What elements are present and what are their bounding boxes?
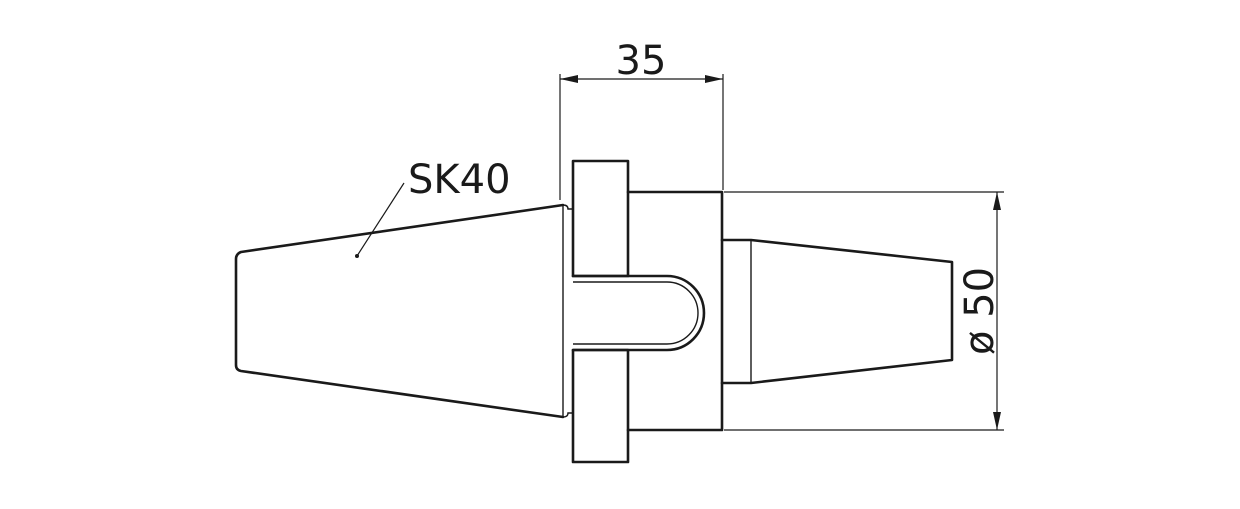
length-arrow-left bbox=[560, 75, 578, 83]
flange-lower bbox=[571, 348, 630, 464]
taper-label: SK40 bbox=[408, 157, 511, 203]
taper-leader-dot bbox=[355, 254, 359, 258]
taper-leader-line bbox=[356, 182, 405, 257]
flange-upper bbox=[571, 159, 630, 278]
diameter-arrow-bottom bbox=[993, 412, 1001, 430]
length-dimension-text: 35 bbox=[616, 38, 667, 84]
diameter-arrow-top bbox=[993, 192, 1001, 210]
taper-groove-bottom bbox=[562, 412, 573, 418]
collet-nose bbox=[720, 238, 954, 385]
holder-body bbox=[626, 190, 724, 432]
length-arrow-right bbox=[705, 75, 723, 83]
drive-slot bbox=[571, 274, 706, 352]
diameter-dimension-text: ø 50 bbox=[957, 267, 1003, 355]
steep-taper bbox=[234, 203, 565, 419]
taper-groove-top bbox=[562, 204, 573, 210]
drive-slot-inner bbox=[573, 281, 699, 345]
